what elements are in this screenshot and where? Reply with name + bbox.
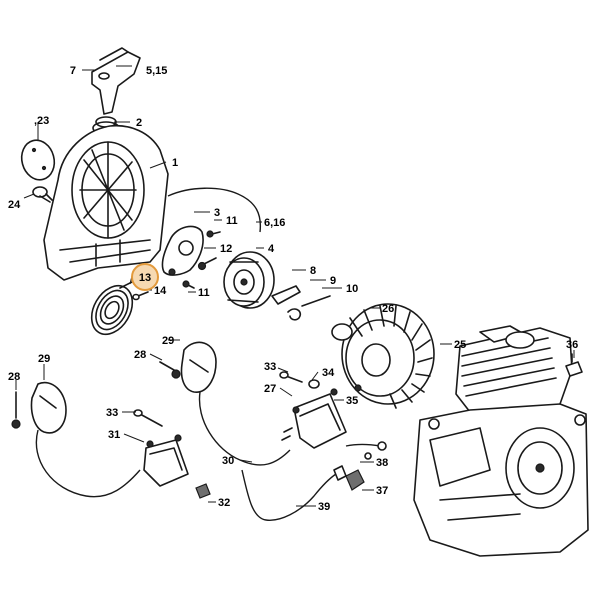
cover-plate-part [20,139,56,181]
fan-housing-part [43,124,169,281]
callout-33-left: 33 [106,407,118,419]
grommet-part [345,469,365,491]
pawl-part [271,285,301,305]
retaining-clip-part [301,295,331,307]
ignition-lead [198,391,291,466]
washer-part [308,379,320,389]
screw-part [206,230,221,238]
callout-23: ,23 [34,115,49,127]
ground-wire [345,443,381,447]
callout-28-middle: 28 [134,349,146,361]
callout-39: 39 [318,501,330,513]
callout-33-middle: 33 [264,361,276,373]
callout-6-16: 6,16 [264,217,285,229]
callout-13: 13 [139,272,151,284]
callout-32: 32 [218,497,230,509]
callout-29-middle: 29 [162,335,174,347]
callout-9: 9 [330,275,336,287]
callout-38: 38 [376,457,388,469]
screw-part [32,186,53,203]
screw-part [197,257,217,271]
callout-28-left: 28 [8,371,20,383]
screw-part [279,371,303,383]
engine-crankcase-part [413,325,589,557]
callout-3: 3 [214,207,220,219]
connector-part [195,483,211,499]
callout-1: 1 [172,157,178,169]
callout-26: 26 [382,303,394,315]
callout-37: 37 [376,485,388,497]
callout-11-upper: 11 [226,215,238,227]
callout-labels: 7 5,15 ,23 2 1 24 3 11 6,16 12 4 13 14 1… [8,65,578,513]
callout-12: 12 [220,243,232,255]
starter-grip-part [91,47,141,135]
callout-27: 27 [264,383,276,395]
callout-31: 31 [108,429,120,441]
screw-part [133,409,163,427]
small-screw-part [132,291,149,301]
callout-14: 14 [154,285,167,297]
callout-7: 7 [70,65,76,77]
callout-4: 4 [268,243,275,255]
bearing-plate-part [161,225,204,276]
wire-terminal-part [333,465,347,481]
spark-plug-boot-part [180,341,217,393]
callout-29-left: 29 [38,353,50,365]
ignition-module-part [281,388,347,449]
callout-8: 8 [310,265,316,277]
spark-plug-boot-part [30,381,67,434]
screw-part [159,361,181,379]
rope-rotor-part [223,251,275,309]
terminal-part [377,441,387,451]
callout-11-lower: 11 [198,287,210,299]
rewind-spring-part [90,281,134,336]
callout-35: 35 [346,395,358,407]
callout-24: 24 [8,199,21,211]
small-fitting-part [565,353,583,377]
spring-clip-part [287,308,302,321]
ignition-lead [35,429,141,498]
callout-30: 30 [222,455,234,467]
screw-part [182,280,195,289]
callout-25: 25 [454,339,466,351]
callout-36: 36 [566,339,578,351]
highlight-ring [131,263,159,291]
starter-rope [167,187,262,233]
screw-part [11,391,21,429]
screw-part [364,452,372,460]
callout-34: 34 [322,367,335,379]
ignition-module-part [143,434,189,487]
short-circuit-wire [241,469,337,521]
callout-5-15: 5,15 [146,65,167,77]
callout-2: 2 [136,117,142,129]
callout-10: 10 [346,283,358,295]
flywheel-part [331,303,435,409]
